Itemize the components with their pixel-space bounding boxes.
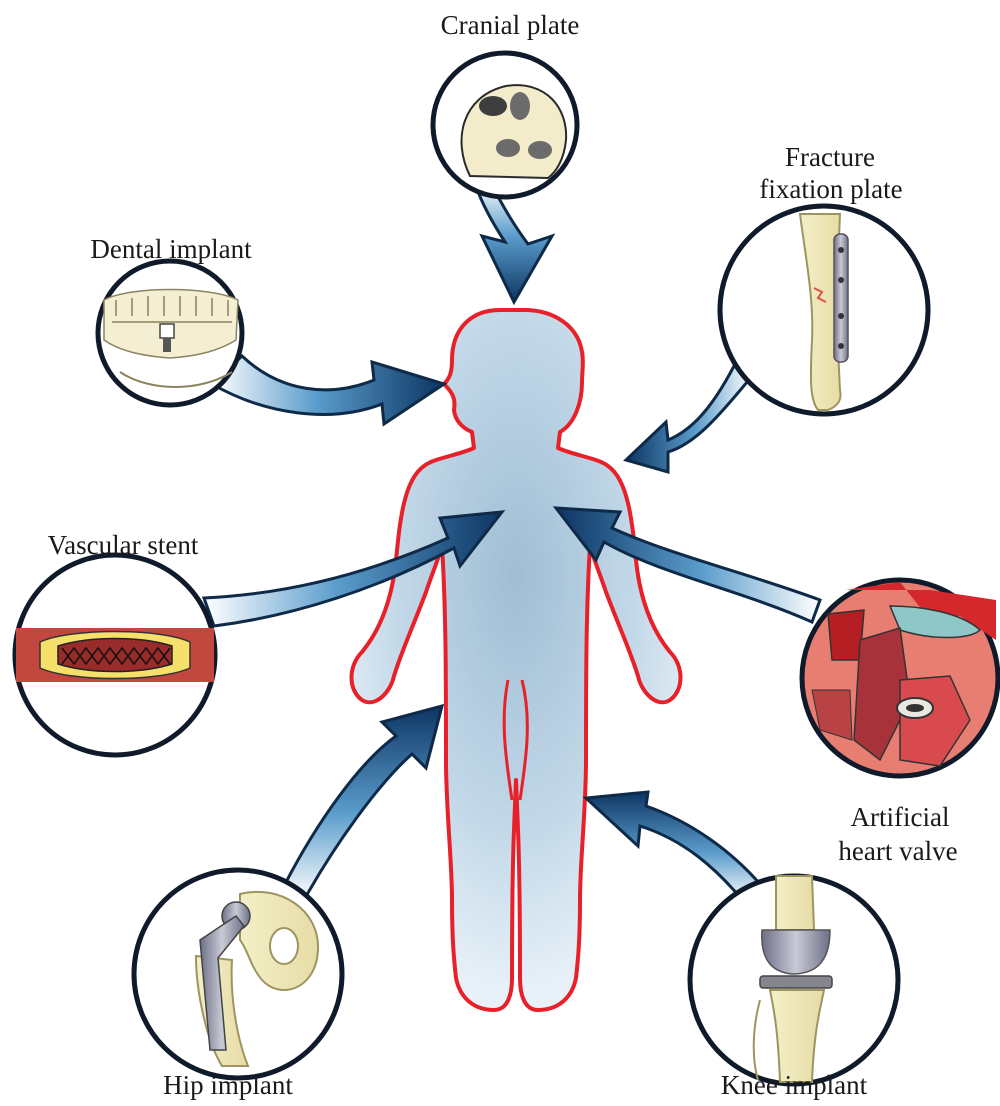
label-knee-implant: Knee implant [704,1068,884,1102]
label-hip-implant: Hip implant [148,1068,308,1102]
arrow-fracture [626,366,752,472]
label-fracture-fixation-plate-line1: Fracture [760,140,900,174]
arrow-knee [586,792,760,902]
knee-implant-illustration [690,876,898,1084]
cranial-plate-illustration [433,53,577,197]
label-artificial-heart-valve-line1: Artificial [830,800,970,834]
label-cranial-plate: Cranial plate [430,8,590,42]
label-artificial-heart-valve-line2: heart valve [818,834,978,868]
arrow-hip [284,706,442,900]
label-vascular-stent: Vascular stent [28,528,218,562]
label-dental-implant: Dental implant [76,232,266,266]
arrow-dental [212,356,444,424]
fracture-plate-illustration [720,206,928,414]
human-body-silhouette [352,310,681,1010]
hip-implant-illustration [134,870,342,1078]
label-fracture-fixation-plate-line2: fixation plate [746,172,916,206]
arrow-cranial [476,182,552,302]
heart-valve-illustration [802,580,998,776]
dental-implant-illustration [98,261,242,405]
vascular-stent-illustration [15,555,215,755]
